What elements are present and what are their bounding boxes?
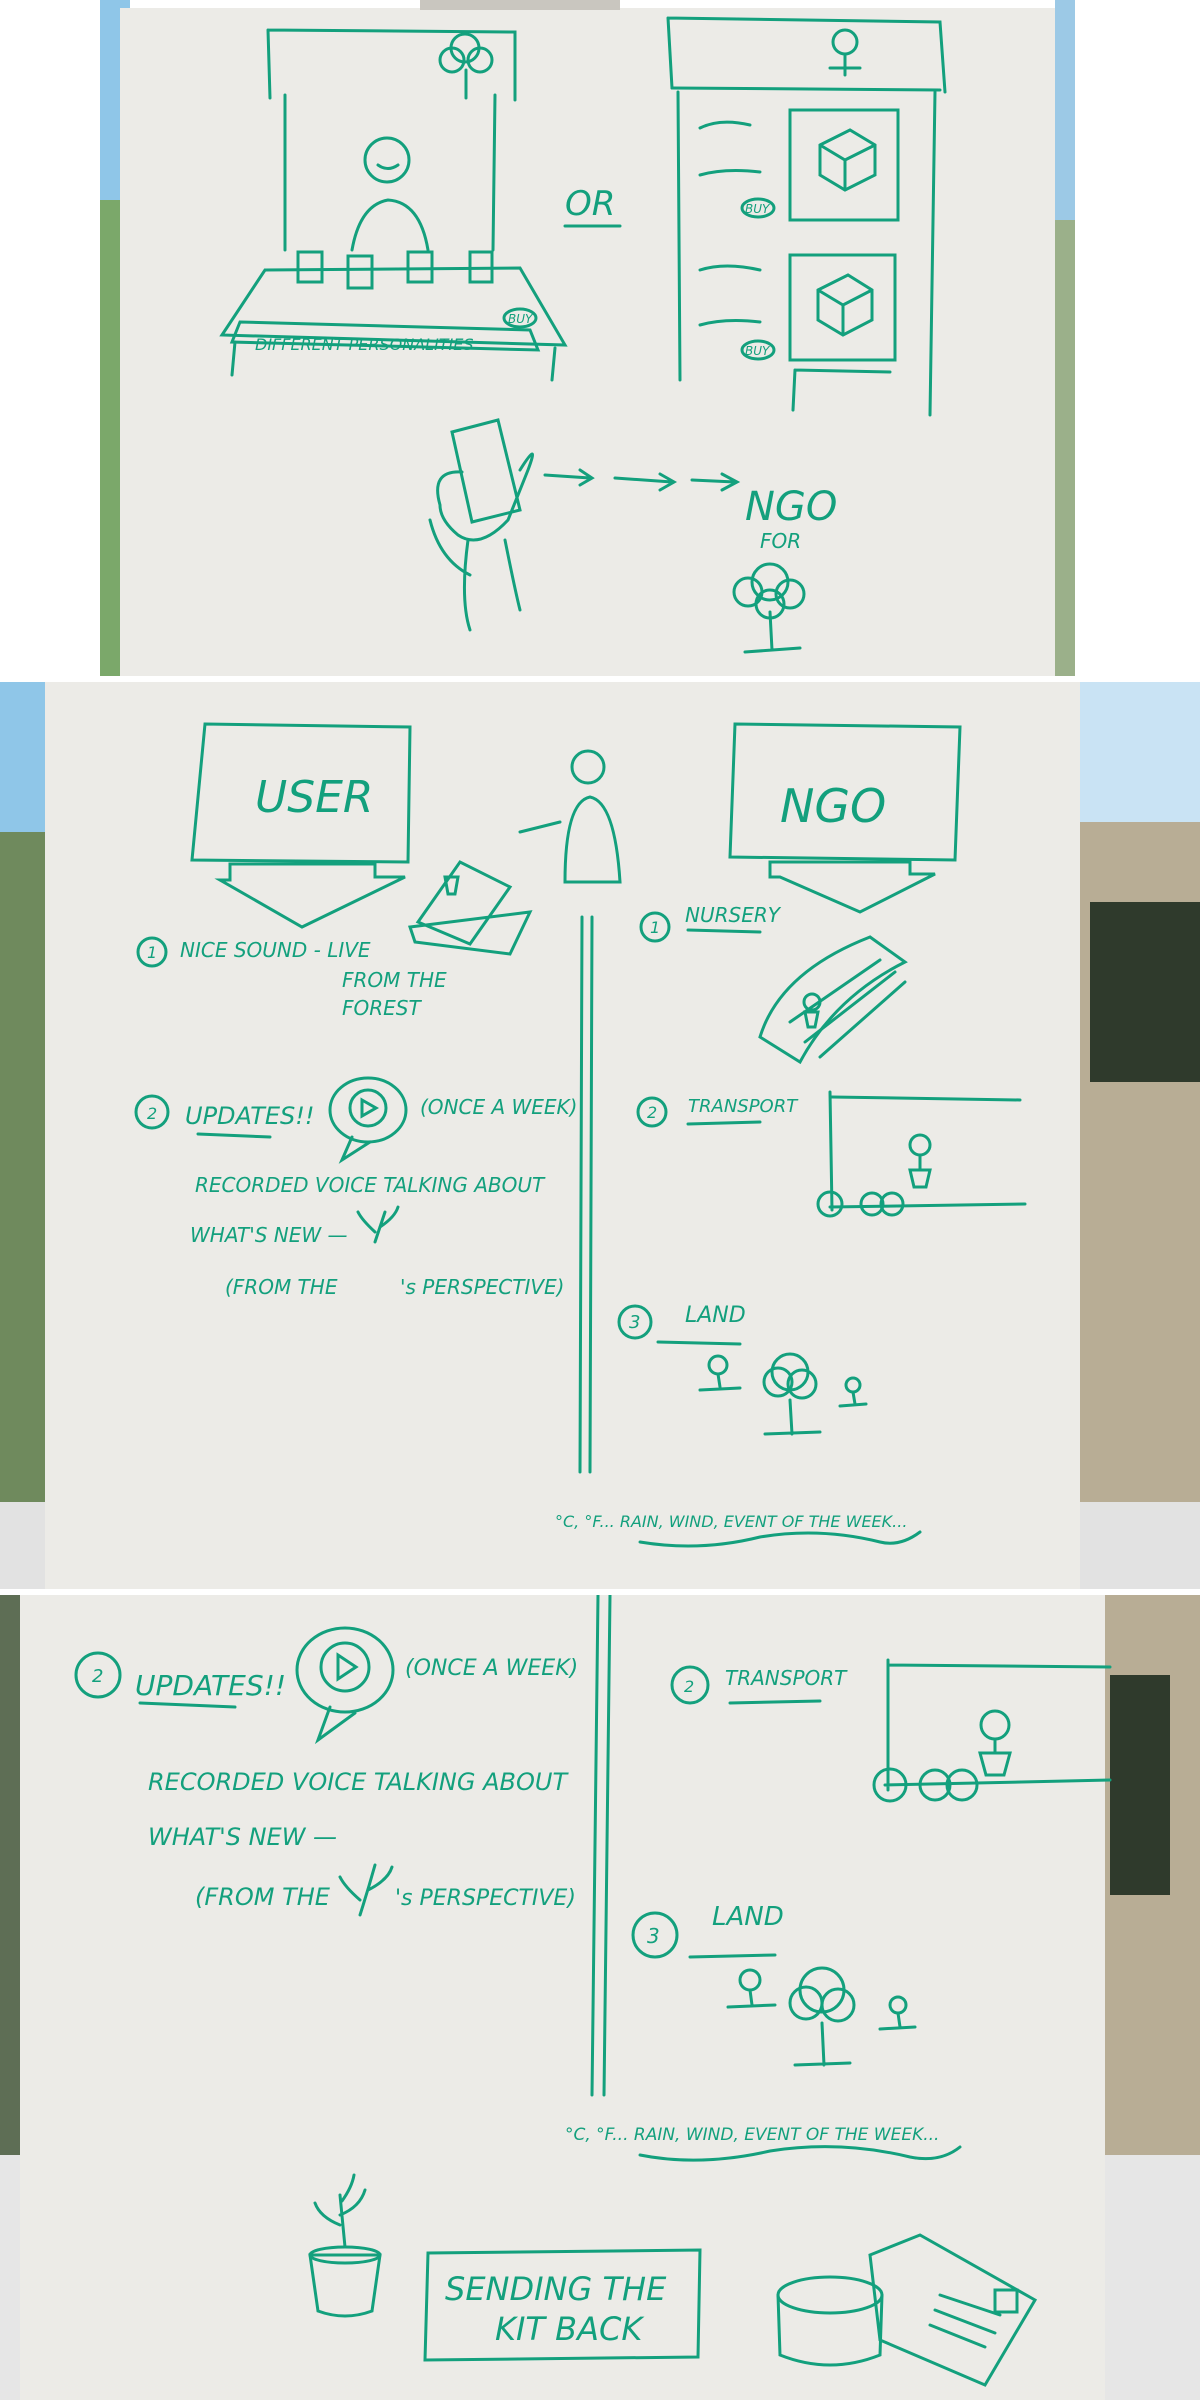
- or-label: OR: [565, 184, 615, 224]
- perspective-text: 's PERSPECTIVE): [400, 1275, 564, 1299]
- land-text: LAND: [685, 1303, 746, 1328]
- phone-hand-icon: [450, 418, 522, 524]
- transport-text: TRANSPORT: [688, 1096, 799, 1117]
- sending-kit-line-2: KIT BACK: [495, 2310, 645, 2348]
- for-label: FOR: [760, 529, 801, 553]
- p3-right-num-3: 3: [647, 1924, 660, 1948]
- weather-footer-text: °C, °F... RAIN, WIND, EVENT OF THE WEEK.…: [555, 1512, 907, 1531]
- left-num-2: 2: [147, 1104, 157, 1123]
- right-num-2: 2: [647, 1103, 657, 1122]
- whiteboard-sketch-3: 2 UPDATES!! (ONCE A WEEK) RECORDED VOICE…: [0, 1595, 1200, 2400]
- p3-once-week-text: (ONCE A WEEK): [405, 1656, 578, 1681]
- ngo-label: NGO: [745, 484, 837, 530]
- pot-icon: [308, 2253, 382, 2318]
- updates-text: UPDATES!!: [185, 1102, 315, 1130]
- p3-weather-footer-text: °C, °F... RAIN, WIND, EVENT OF THE WEEK.…: [565, 2125, 939, 2145]
- from-the-perspective-text: (FROM THE: [225, 1275, 338, 1299]
- whiteboard-photo-2: USER NGO 1 NICE SOUND - LIVE FROM THE FO…: [0, 682, 1200, 1589]
- whiteboard-sketch-1: DIFFERENT PERSONALITIES BUY OR BUY BUY N…: [0, 0, 1200, 676]
- p3-transport-text: TRANSPORT: [725, 1666, 848, 1690]
- p3-perspective-text: 's PERSPECTIVE): [395, 1886, 576, 1911]
- right-num-3: 3: [629, 1312, 640, 1333]
- whats-new-text: WHAT'S NEW —: [190, 1223, 348, 1247]
- whiteboard-photo-3: 2 UPDATES!! (ONCE A WEEK) RECORDED VOICE…: [0, 1595, 1200, 2400]
- user-title: USER: [255, 772, 374, 823]
- buy-label-left: BUY: [508, 312, 534, 326]
- user-monitor: [190, 722, 412, 864]
- from-the-text: FROM THE: [342, 968, 447, 992]
- sapling-icon: [356, 1205, 400, 1244]
- buy-label-right-2: BUY: [745, 344, 771, 358]
- right-num-1: 1: [650, 918, 660, 937]
- once-week-text: (ONCE A WEEK): [420, 1095, 577, 1119]
- p3-right-num-2: 2: [684, 1677, 694, 1696]
- nursery-text: NURSERY: [685, 903, 782, 927]
- p3-recorded-voice-text: RECORDED VOICE TALKING ABOUT: [148, 1768, 569, 1796]
- p3-updates-text: UPDATES!!: [135, 1669, 286, 1702]
- forest-text: FOREST: [342, 996, 422, 1020]
- sending-kit-line-1: SENDING THE: [445, 2270, 667, 2308]
- p3-land-text: LAND: [712, 1902, 784, 1932]
- left-num-1: 1: [147, 943, 157, 962]
- nice-sound-text: NICE SOUND - LIVE: [180, 938, 371, 962]
- personalities-label: DIFFERENT PERSONALITIES: [255, 335, 474, 354]
- person-head-icon: [363, 136, 411, 184]
- p3-left-num-2: 2: [92, 1666, 103, 1687]
- recorded-voice-text: RECORDED VOICE TALKING ABOUT: [195, 1173, 546, 1197]
- p3-whats-new-text: WHAT'S NEW —: [148, 1823, 337, 1851]
- p3-from-the-text: (FROM THE: [195, 1883, 331, 1911]
- whiteboard-photo-1: DIFFERENT PERSONALITIES BUY OR BUY BUY N…: [0, 0, 1200, 676]
- ngo-title: NGO: [780, 779, 886, 833]
- whiteboard-sketch-2: USER NGO 1 NICE SOUND - LIVE FROM THE FO…: [0, 682, 1200, 1589]
- buy-label-right-1: BUY: [745, 202, 771, 216]
